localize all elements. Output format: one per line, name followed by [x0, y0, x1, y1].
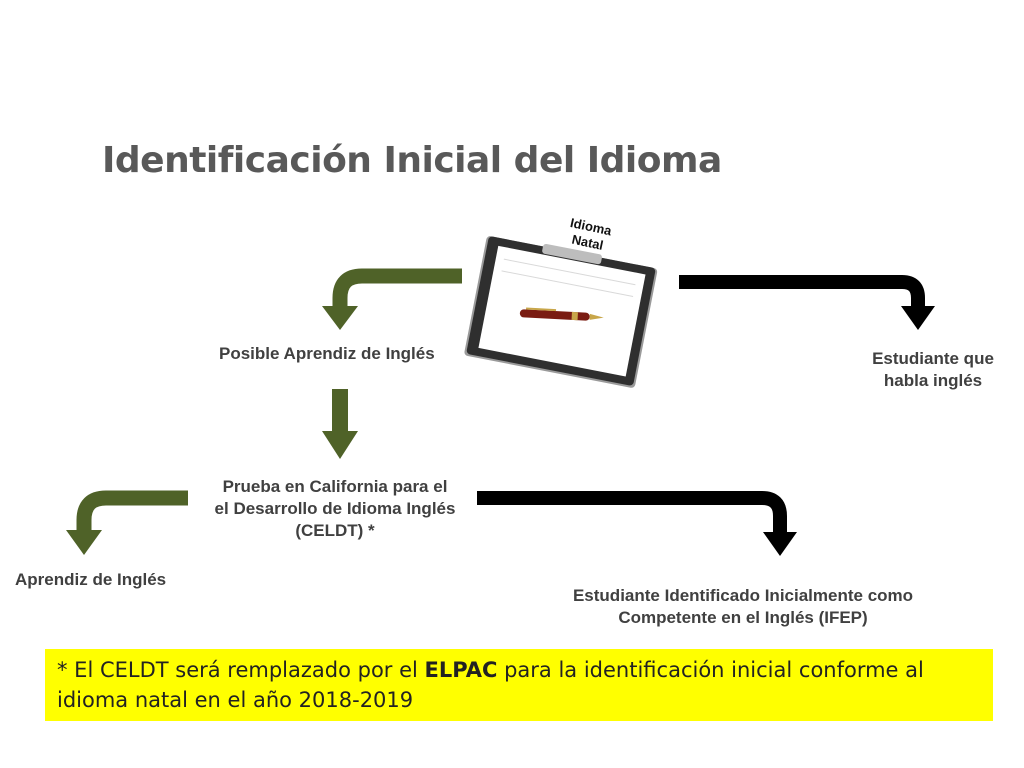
- node-ifep-line2: Competente en el Inglés (IFEP): [618, 608, 868, 627]
- node-celdt-line1: Prueba en California para el: [222, 477, 448, 496]
- node-posible-aprendiz: Posible Aprendiz de Inglés: [219, 344, 435, 363]
- node-ifep-line1: Estudiante Identificado Inicialmente com…: [572, 586, 914, 605]
- footnote-suffix: para la identificación inicial conforme …: [57, 658, 924, 712]
- page-title: Identificación Inicial del Idioma: [102, 140, 722, 181]
- node-celdt-line2: el Desarrollo de Idioma Inglés: [214, 499, 456, 518]
- arrow-to-ifep: [477, 491, 797, 556]
- clipboard-icon: [464, 236, 658, 388]
- node-celdt: Prueba en California para el el Desarrol…: [190, 476, 480, 542]
- node-estudiante-ingles: Estudiante que habla inglés: [862, 348, 1004, 392]
- footnote-highlight: ELPAC: [424, 658, 498, 682]
- node-celdt-line3: (CELDT) *: [295, 521, 375, 540]
- arrow-to-estudiante-ingles: [679, 275, 935, 330]
- arrow-to-aprendiz-ingles: [66, 490, 188, 555]
- arrow-to-celdt: [322, 389, 358, 459]
- node-estudiante-ingles-line1: Estudiante que: [872, 349, 994, 368]
- arrow-to-posible-aprendiz: [322, 268, 462, 330]
- node-ifep: Estudiante Identificado Inicialmente com…: [548, 585, 938, 629]
- node-estudiante-ingles-line2: habla inglés: [883, 371, 983, 390]
- footnote-prefix: * El CELDT será remplazado por el: [57, 658, 425, 682]
- footnote-banner: * El CELDT será remplazado por el ELPAC …: [45, 649, 993, 721]
- node-aprendiz-ingles: Aprendiz de Inglés: [15, 570, 167, 589]
